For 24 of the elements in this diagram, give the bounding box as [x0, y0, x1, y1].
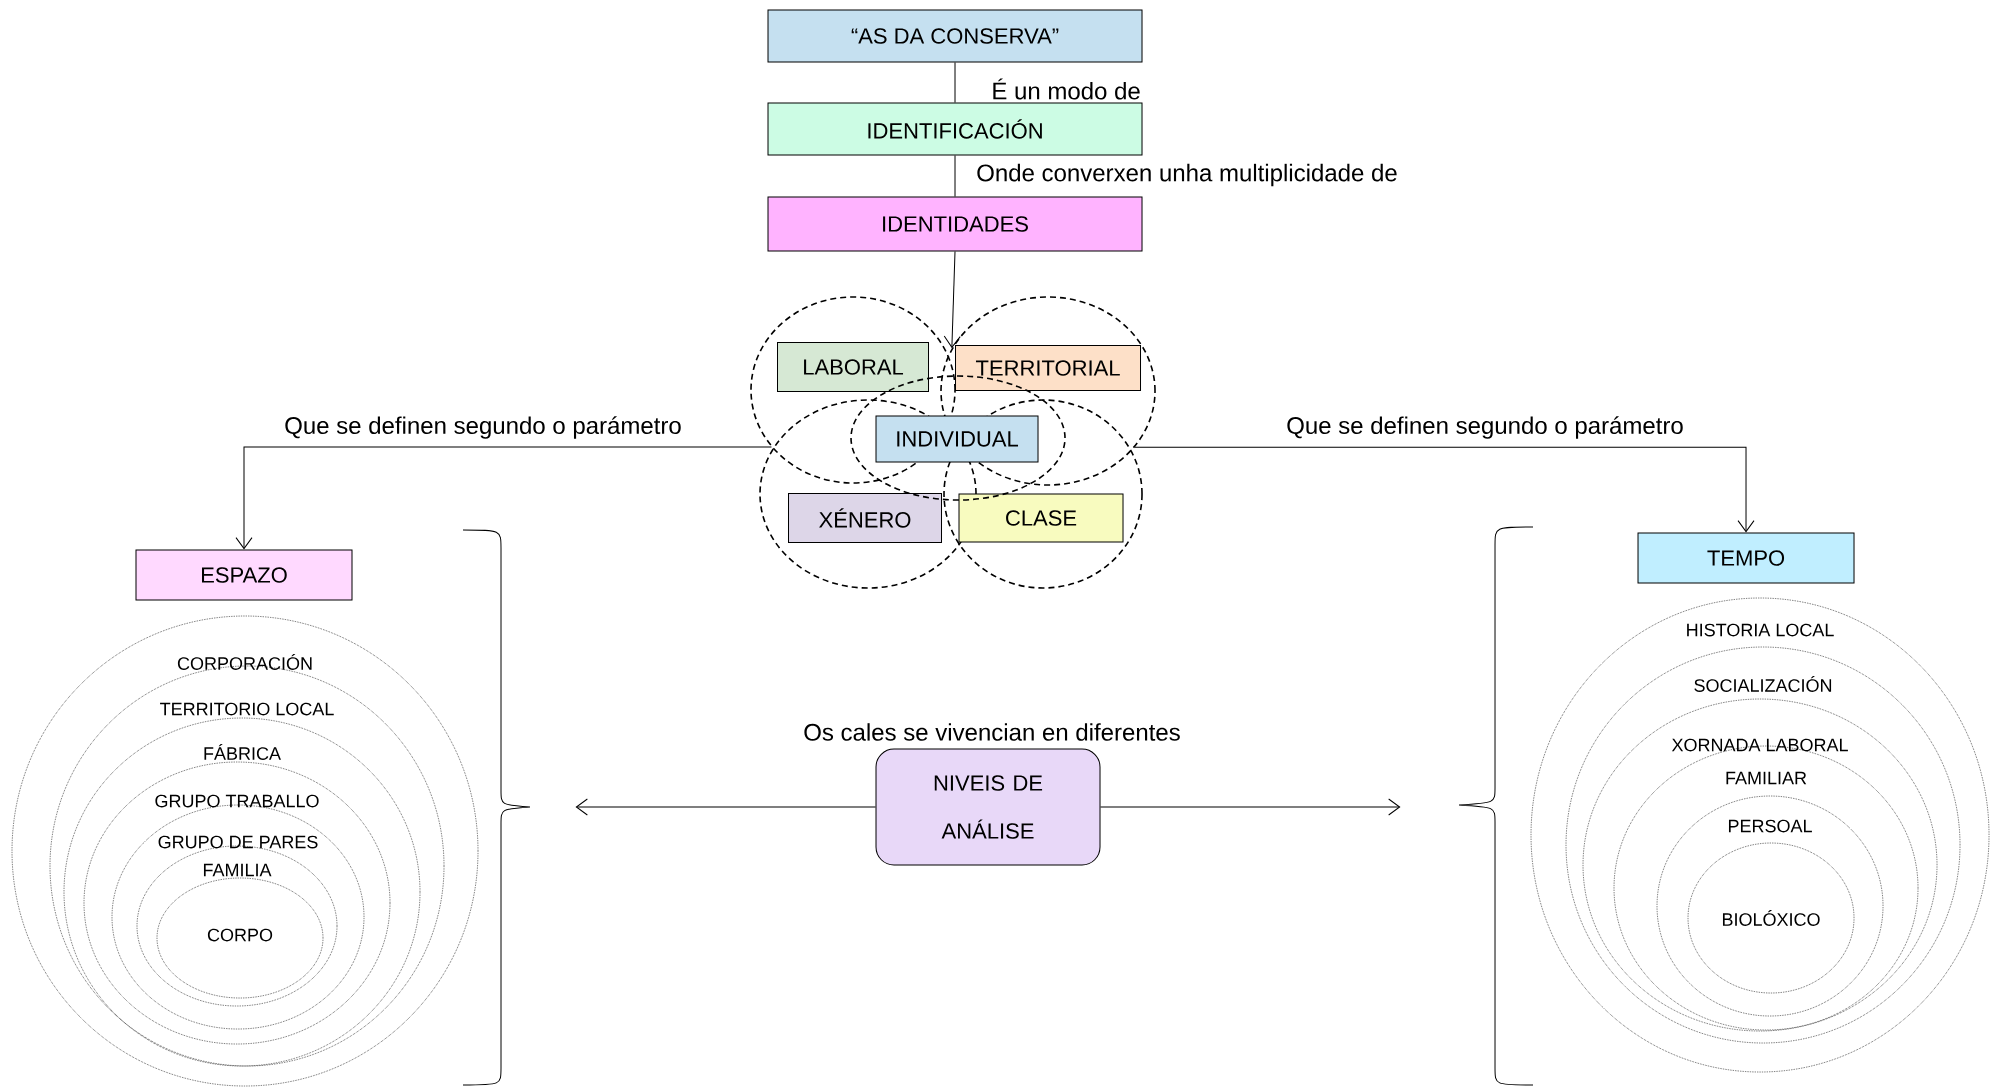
- ellipse-ring: CORPO: [156, 877, 324, 999]
- concept-box: TERRITORIAL: [955, 345, 1141, 391]
- concept-box: XÉNERO: [788, 493, 942, 543]
- concept-box: “AS DA CONSERVA”: [767, 9, 1143, 63]
- concept-box: CLASE: [958, 493, 1124, 543]
- concept-box: IDENTIDADES: [767, 196, 1143, 252]
- caption-text: Os cales se vivencian en diferentes: [804, 723, 1180, 741]
- edge-label: Onde converxen unha multiplicidade de: [975, 162, 1399, 188]
- arrow: [1134, 446, 1755, 533]
- connector-line: [954, 62, 956, 103]
- concept-box: INDIVIDUAL: [875, 415, 1039, 463]
- connector-line: [954, 155, 956, 197]
- arrow: [1100, 798, 1401, 816]
- concept-box: IDENTIFICACIÓN: [767, 102, 1143, 156]
- edge-label: Que se definen segundo o parámetro: [283, 415, 683, 440]
- arrow: [575, 798, 876, 816]
- arrow: [943, 251, 961, 348]
- edge-label: É un modo de: [990, 77, 1142, 101]
- concept-box: ESPAZO: [135, 549, 353, 601]
- concept-box: TEMPO: [1637, 532, 1855, 584]
- concept-box: LABORAL: [777, 342, 929, 392]
- edge-label: Que se definen segundo o parámetro: [1285, 415, 1685, 440]
- ellipse-ring: BIOLÓXICO: [1687, 842, 1855, 994]
- rounded-box: NIVEIS DE ANÁLISE: [875, 748, 1101, 866]
